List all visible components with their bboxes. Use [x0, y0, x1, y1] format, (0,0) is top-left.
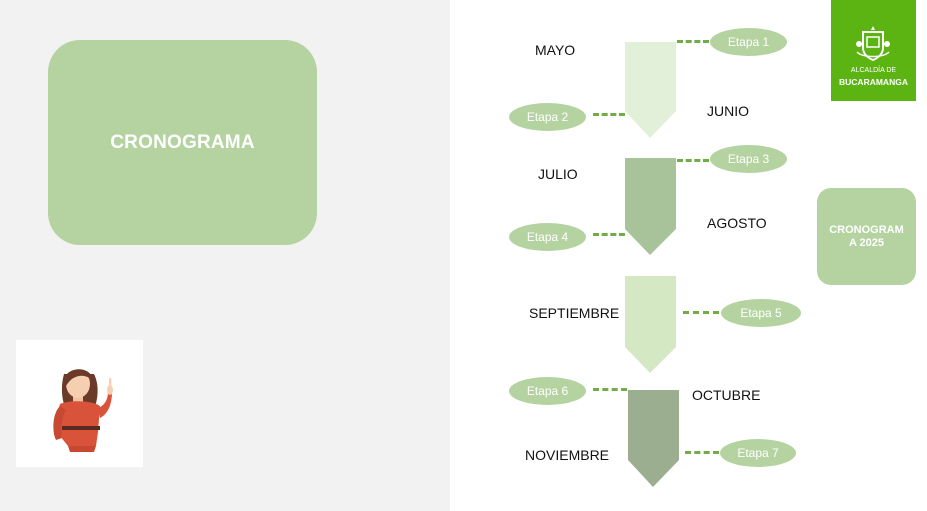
stage-label: Etapa 2 [526, 110, 569, 124]
woman-illustration [16, 340, 143, 467]
connector-etapa-1 [677, 40, 709, 43]
cronograma-2025-card: CRONOGRAMA 2025 [817, 188, 916, 285]
month-agosto: AGOSTO [707, 215, 767, 231]
month-septiembre: SEPTIEMBRE [529, 305, 620, 321]
stage-etapa-1: Etapa 1 [710, 28, 787, 56]
stage-etapa-4: Etapa 4 [509, 223, 586, 251]
stage-etapa-7: Etapa 7 [720, 439, 796, 467]
coat-of-arms-icon [856, 26, 890, 62]
timeline-arrow-4 [628, 390, 679, 487]
month-mayo: MAYO [535, 42, 576, 58]
timeline-arrow-3 [625, 276, 676, 373]
cronograma-title: CRONOGRAMA [110, 131, 255, 153]
connector-etapa-4 [593, 233, 625, 236]
stage-etapa-3: Etapa 3 [710, 145, 787, 173]
stage-etapa-5: Etapa 5 [721, 299, 801, 327]
month-noviembre: NOVIEMBRE [525, 447, 610, 463]
left-panel: CRONOGRAMA [0, 0, 450, 511]
logo-line-2: BUCARAMANGA [839, 77, 908, 87]
month-octubre: OCTUBRE [692, 387, 761, 403]
alcaldia-logo: ALCALDÍA DE BUCARAMANGA [831, 0, 916, 101]
month-julio: JULIO [538, 166, 578, 182]
cronograma-title-card: CRONOGRAMA [48, 40, 317, 245]
logo-line-1: ALCALDÍA DE [850, 67, 897, 74]
connector-etapa-6 [593, 388, 627, 391]
stage-label: Etapa 6 [526, 384, 569, 398]
stage-etapa-2: Etapa 2 [509, 103, 586, 131]
timeline-arrow-1 [625, 42, 676, 138]
stage-label: Etapa 7 [737, 446, 779, 460]
timeline-arrow-2 [625, 158, 676, 255]
stage-label: Etapa 4 [526, 230, 569, 244]
stage-etapa-6: Etapa 6 [509, 377, 586, 405]
stage-label: Etapa 3 [727, 152, 770, 166]
month-junio: JUNIO [707, 103, 749, 119]
connector-etapa-5 [683, 311, 719, 314]
connector-etapa-7 [685, 451, 719, 454]
stage-label: Etapa 5 [740, 306, 782, 320]
connector-etapa-3 [677, 159, 709, 162]
cronograma-2025-label: CRONOGRAMA 2025 [829, 223, 904, 249]
stage-label: Etapa 1 [727, 35, 770, 49]
woman-pointing-icon [53, 369, 113, 452]
connector-etapa-2 [593, 113, 625, 116]
